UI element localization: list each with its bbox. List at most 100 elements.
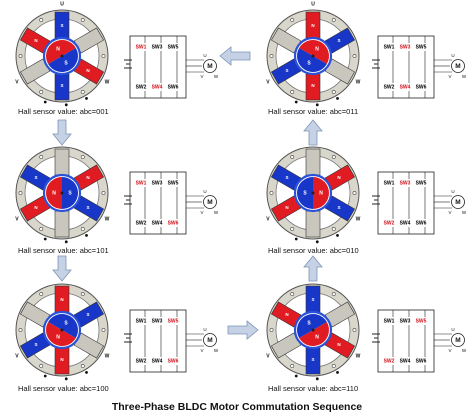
p4-pole-bar <box>305 210 321 238</box>
p1-lead-label-v: V <box>200 74 203 79</box>
caption-p2: Hall sensor value: abc=011 <box>268 107 359 116</box>
p2-bolt <box>352 54 357 58</box>
p3-lead-label-v: V <box>200 210 203 215</box>
p3-pole-label: N <box>86 175 89 180</box>
caption-p3: Hall sensor value: abc=101 <box>18 246 109 255</box>
p5-switch-sw1: SW1 <box>136 318 147 324</box>
p3-switch-bg <box>166 179 180 187</box>
p2-switch-sw1: SW1 <box>384 44 395 50</box>
p6-rotor-south <box>296 314 327 338</box>
p5-bolt <box>39 292 44 296</box>
p3-bus-frame <box>129 171 187 235</box>
p2-lead-label-w: W <box>462 74 467 79</box>
p4-rotor-s-label: S <box>303 190 307 196</box>
p4-rotor-n-label: N <box>319 190 323 196</box>
p3-hall-sensor <box>43 237 47 241</box>
p1-hall-sensor <box>43 100 47 104</box>
p5-hall-sensor <box>85 371 88 374</box>
p3-pole-label: S <box>35 175 38 180</box>
arrow-p2-to-p1 <box>219 46 251 66</box>
p1-bolt <box>80 90 85 94</box>
p5-rotor-south <box>48 314 78 338</box>
p6-switch-sw5: SW5 <box>416 318 427 324</box>
p1-switch-sw1: SW1 <box>136 44 147 50</box>
p2-rotor-south <box>296 48 327 73</box>
p5-pole-label: N <box>60 357 63 362</box>
p1-shaft <box>60 54 64 58</box>
p5-label-w: W <box>105 353 110 359</box>
p3-switch-sw2: SW2 <box>136 220 147 226</box>
p5-shaft <box>60 328 64 332</box>
p2-motor-symbol <box>451 59 465 73</box>
p6-hall-sensor <box>294 374 298 378</box>
caption-p6: Hall sensor value: abc=110 <box>268 384 359 393</box>
p6-bolt <box>269 328 274 332</box>
p4-switch-bg <box>398 219 412 227</box>
p4-switch-sw6: SW6 <box>416 220 427 226</box>
p3-label-v: V <box>15 216 19 222</box>
p6-switch-bg <box>382 357 396 365</box>
p1-lead-label-w: W <box>214 74 219 79</box>
p4-rotor-north <box>313 177 329 209</box>
p2-switch-bg <box>398 43 412 51</box>
p5-bolt <box>80 364 85 368</box>
p1-lead-label-u: U <box>203 53 206 58</box>
p4-stator-pole <box>305 148 321 176</box>
p5-switch-bg <box>150 357 164 365</box>
p4-switch-bg <box>398 179 412 187</box>
p1-switch-bg <box>166 83 180 91</box>
p2-switch-bg <box>382 43 396 51</box>
p2-rotor-s-label: S <box>307 60 311 66</box>
arrow-p5-to-p6 <box>227 320 259 340</box>
p1-switch-bg <box>166 43 180 51</box>
p5-switch-bg <box>166 317 180 325</box>
p5-switch-sw3: SW3 <box>152 318 163 324</box>
p4-switch-sw5: SW5 <box>416 180 427 186</box>
p2-bolt <box>331 18 336 22</box>
p1-label-v: V <box>15 79 19 85</box>
arrow-p3-to-p5 <box>52 255 72 282</box>
p4-switch-sw1: SW1 <box>384 180 395 186</box>
p4-rotor-south <box>297 177 313 209</box>
p2-bus-frame <box>377 35 435 99</box>
p4-switch-sw3: SW3 <box>400 180 411 186</box>
p2-label-v: V <box>266 79 270 85</box>
arrow-p6-to-p4 <box>303 255 323 282</box>
p4-pole-label: N <box>337 175 340 180</box>
p6-pole-label: S <box>311 357 314 362</box>
p3-switch-bg <box>150 219 164 227</box>
p6-bolt <box>331 364 336 368</box>
p4-lead-label-v: V <box>448 210 451 215</box>
p5-motor-letter: M <box>207 337 212 344</box>
p5-bus-frame <box>129 309 187 373</box>
p6-bolt <box>331 292 336 296</box>
p6-switch-sw1: SW1 <box>384 318 395 324</box>
p5-switch-bg <box>134 317 148 325</box>
p3-shaft <box>60 191 64 195</box>
p1-label-w: W <box>105 79 110 85</box>
p6-bus-frame <box>377 309 435 373</box>
p6-pole-label: N <box>285 312 288 317</box>
p6-switch-sw6: SW6 <box>416 358 427 364</box>
p5-switch-sw2: SW2 <box>136 358 147 364</box>
p3-switch-sw5: SW5 <box>168 180 179 186</box>
p2-lead-label-u: U <box>451 53 454 58</box>
p6-switch-bg <box>414 357 428 365</box>
p3-lead-label-w: W <box>214 210 219 215</box>
p1-bolt <box>80 18 85 22</box>
p5-rotor-s-label: S <box>64 320 68 326</box>
diagram-title: Three-Phase BLDC Motor Commutation Seque… <box>111 401 363 413</box>
p2-pole-label: S <box>286 68 289 73</box>
p3-switch-sw4: SW4 <box>152 220 163 226</box>
p4-bolt <box>290 155 295 159</box>
p2-switch-bg <box>382 83 396 91</box>
